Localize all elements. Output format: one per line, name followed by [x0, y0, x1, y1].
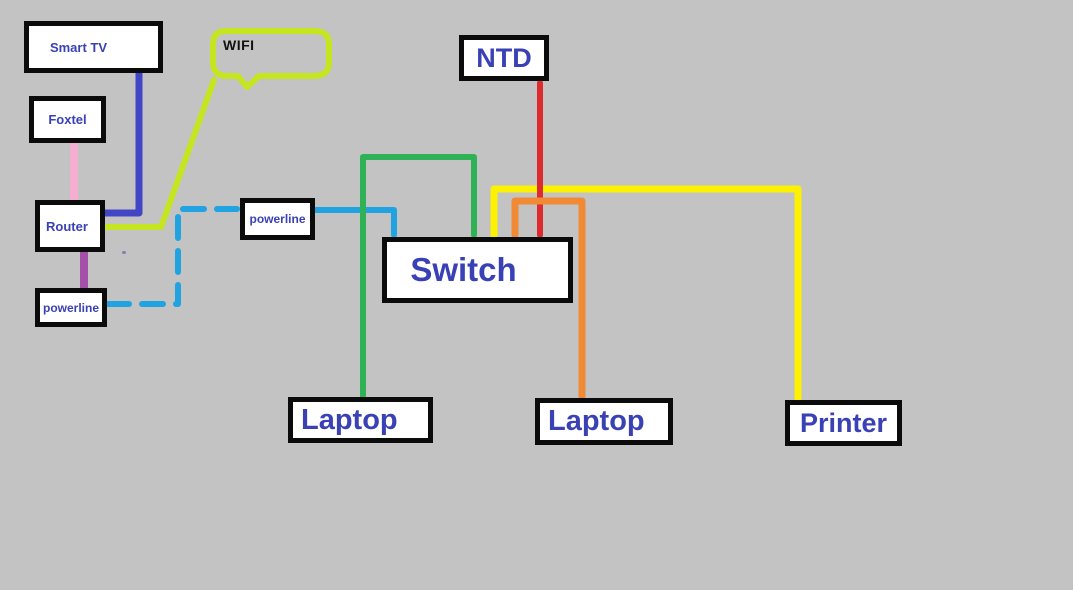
node-switch: Switch — [382, 237, 573, 303]
stray-mark — [122, 251, 126, 254]
wire-wifi-to-router — [99, 77, 217, 230]
node-smart-tv-label: Smart TV — [49, 39, 108, 55]
node-printer-label: Printer — [799, 407, 888, 438]
wire-switch-to-laptop-right — [511, 197, 586, 400]
node-router: Router — [35, 200, 105, 252]
node-ntd: NTD — [459, 35, 549, 81]
node-powerline-left: powerline — [35, 288, 107, 327]
node-foxtel: Foxtel — [29, 96, 106, 143]
node-router-label: Router — [46, 218, 88, 234]
node-foxtel-label: Foxtel — [48, 112, 87, 127]
shape-wifi-bubble — [210, 28, 332, 90]
node-laptop-right: Laptop — [535, 398, 673, 445]
node-powerline-right-label: powerline — [249, 212, 306, 226]
node-switch-label: Switch — [410, 251, 517, 288]
wire-powerline-left-to-powerline-right — [105, 206, 240, 307]
node-powerline-left-label: powerline — [42, 300, 99, 315]
node-printer: Printer — [785, 400, 902, 446]
wire-laptop-left-to-switch — [360, 154, 477, 399]
node-powerline-right: powerline — [240, 198, 315, 240]
wire-powerline-right-to-switch — [313, 207, 397, 238]
node-laptop-left-label: Laptop — [301, 403, 398, 436]
node-ntd-label: NTD — [476, 42, 532, 73]
wifi-bubble-label: WIFI — [223, 37, 255, 53]
node-laptop-right-label: Laptop — [548, 405, 645, 437]
node-smart-tv: Smart TV — [24, 21, 163, 73]
wire-smart-tv-to-router — [101, 67, 143, 217]
node-laptop-left: Laptop — [288, 397, 433, 443]
wire-switch-to-printer — [490, 185, 802, 403]
